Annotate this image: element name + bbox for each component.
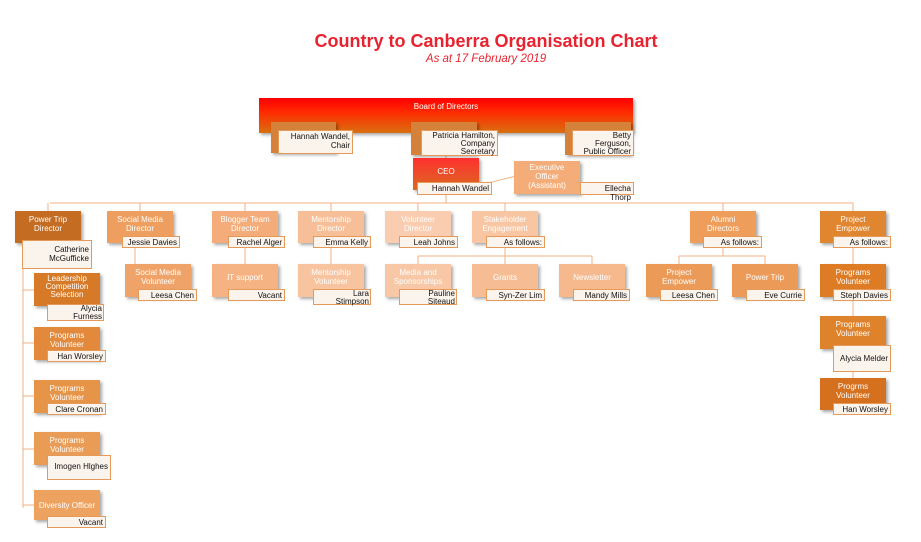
role-name: Vacant	[47, 516, 106, 528]
board-member-name: Betty Ferguson, Public Officer	[572, 130, 634, 156]
role-name: Syn-Zer Lim	[486, 289, 545, 301]
role-name: Alycia Furness	[47, 304, 104, 321]
role-name: As follows:	[703, 236, 762, 248]
role-name: Pauline Siteaud	[399, 289, 457, 306]
role-name: Emma Kelly	[313, 236, 371, 248]
role-name: As follows:	[486, 236, 545, 248]
role-name: Vacant	[228, 289, 285, 301]
chart-subtitle: As at 17 February 2019	[425, 53, 547, 65]
board-member-name: Patricia Hamilton, Company Secretary	[421, 130, 498, 156]
role-box: Diversity Officer	[34, 490, 100, 520]
exec-officer-box: Executive Officer (Assistant)	[514, 161, 580, 194]
role-name: Imogen Hlghes	[47, 455, 111, 480]
role-name: Alycia Melder	[833, 345, 891, 372]
role-name: Mandy Mills	[573, 289, 630, 301]
role-name: Steph Davies	[833, 289, 891, 301]
role-name: Lara Stimpson	[313, 289, 371, 306]
role-name: As follows:	[833, 236, 891, 248]
role-name: Han Worsley	[833, 403, 891, 415]
role-name: Catherine McGufficke	[22, 240, 92, 269]
role-box: Leadership Competition Selection	[34, 273, 100, 306]
chart-title: Country to Canberra Organisation Chart	[314, 31, 658, 51]
role-name: Leesa Chen	[138, 289, 197, 301]
role-box: Programs Volunteer	[820, 316, 886, 349]
role-name: Eve Currie	[746, 289, 805, 301]
role-name: Rachel Alger	[228, 236, 285, 248]
role-name: Jessie Davies	[122, 236, 180, 248]
role-name: Leesa Chen	[660, 289, 718, 301]
role-name: Han Worsley	[47, 350, 106, 362]
exec-officer-name: Ellecha Thorp	[580, 182, 634, 202]
ceo-name: Hannah Wandel	[417, 182, 492, 195]
board-member-name: Hannah Wandel, Chair	[278, 130, 353, 154]
role-name: Leah Johns	[399, 236, 458, 248]
role-box: Power Trip Director	[15, 211, 81, 243]
role-name: Clare Cronan	[47, 403, 106, 415]
